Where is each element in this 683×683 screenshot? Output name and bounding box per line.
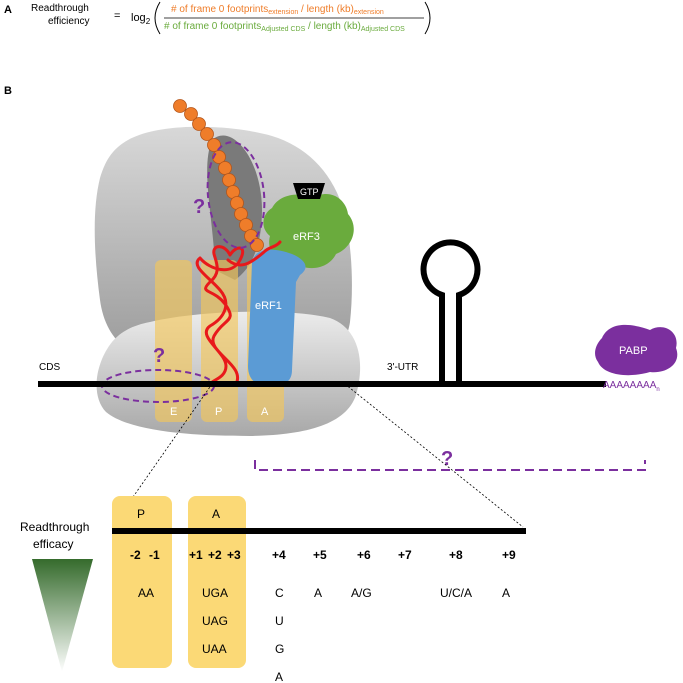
- distance-bracket: [254, 460, 646, 471]
- readthrough-efficiency-label-1: Readthrough: [31, 3, 89, 14]
- panel-b-label: B: [4, 85, 12, 97]
- position-label: +6: [357, 548, 371, 562]
- stop-codon-uag: UAG: [202, 614, 228, 628]
- zoom-a-label: A: [212, 507, 220, 521]
- denominator: # of frame 0 footprintsAdjusted CDS / le…: [164, 21, 405, 33]
- equals-sign: =: [114, 10, 120, 22]
- amino-acid-bead: [222, 173, 236, 187]
- log-label: log2: [131, 12, 151, 26]
- pos8-nt: U/C/A: [440, 586, 472, 600]
- position-label: +5: [313, 548, 327, 562]
- nascent-peptide: [173, 99, 264, 252]
- position-label: +4: [272, 548, 286, 562]
- readthrough-efficiency-label-2: efficiency: [48, 16, 90, 27]
- position-label: +8: [449, 548, 463, 562]
- amino-acid-bead: [207, 138, 221, 152]
- zoom-p-site: [112, 496, 172, 668]
- panel-a-label: A: [4, 4, 12, 16]
- tunnel-dashed-ellipse: [206, 141, 266, 249]
- pos9-nt: A: [502, 586, 510, 600]
- position-label: +9: [502, 548, 516, 562]
- erf1-shape: [248, 249, 306, 386]
- efficacy-triangle: [32, 559, 93, 672]
- pos6-nt: A/G: [351, 586, 372, 600]
- stop-codon-uga: UGA: [202, 586, 228, 600]
- question-mark-esite: ?: [153, 345, 165, 367]
- left-paren: [154, 1, 161, 35]
- erf3-label: eRF3: [293, 231, 320, 243]
- amino-acid-bead: [218, 161, 232, 175]
- utr-label: 3'-UTR: [387, 362, 418, 373]
- cds-label: CDS: [39, 362, 60, 373]
- trna: [195, 245, 245, 386]
- erf3-blob: [263, 193, 354, 269]
- right-paren: [424, 1, 431, 35]
- nucleotide-positions: -2 -1 +1 +2 +3 +4 +5 +6 +7 +8 +9: [130, 548, 516, 562]
- amino-acid-bead: [173, 99, 187, 113]
- pos4-nt-1: C: [275, 586, 284, 600]
- zoom-a-site: [188, 496, 246, 668]
- question-mark-tunnel: ?: [193, 196, 205, 218]
- position-label: -2: [130, 548, 141, 562]
- question-mark-distance: ?: [441, 448, 453, 470]
- pabp-label: PABP: [619, 345, 648, 357]
- readthrough-efficacy-label-2: efficacy: [33, 537, 73, 551]
- pos5-nt: A: [314, 586, 322, 600]
- pos4-nt-4: A: [275, 670, 283, 683]
- position-label: +1: [189, 548, 203, 562]
- a-site-label: A: [261, 406, 269, 418]
- amino-acid-bead: [192, 117, 206, 131]
- zoom-line-right: [344, 383, 524, 528]
- p-site-label: P: [215, 406, 222, 418]
- gtp-shape: [293, 183, 325, 199]
- erf1-label: eRF1: [255, 300, 282, 312]
- numerator: # of frame 0 footprintsextension / lengt…: [171, 4, 384, 16]
- gtp-label: GTP: [300, 187, 319, 197]
- utr-hairpin: [420, 239, 481, 384]
- log-base: 2: [146, 17, 151, 26]
- poly-a-tail: AAAAAAAAn: [603, 380, 660, 393]
- position-label: +7: [398, 548, 412, 562]
- position-label: +2: [208, 548, 222, 562]
- pos4-nt-3: G: [275, 642, 284, 656]
- position-label: +3: [227, 548, 241, 562]
- position-label: -1: [149, 548, 160, 562]
- amino-acid-bead: [200, 127, 214, 141]
- stop-codon-uaa: UAA: [202, 642, 227, 656]
- pos4-nt-2: U: [275, 614, 284, 628]
- nt-minus-positions: AA: [138, 586, 154, 600]
- zoom-p-label: P: [137, 507, 145, 521]
- amino-acid-bead: [184, 107, 198, 121]
- readthrough-efficacy-label-1: Readthrough: [20, 520, 89, 534]
- trna-arm: [226, 240, 282, 267]
- e-site-label: E: [170, 406, 177, 418]
- pabp-blob: [595, 324, 678, 376]
- e-site: [155, 260, 192, 422]
